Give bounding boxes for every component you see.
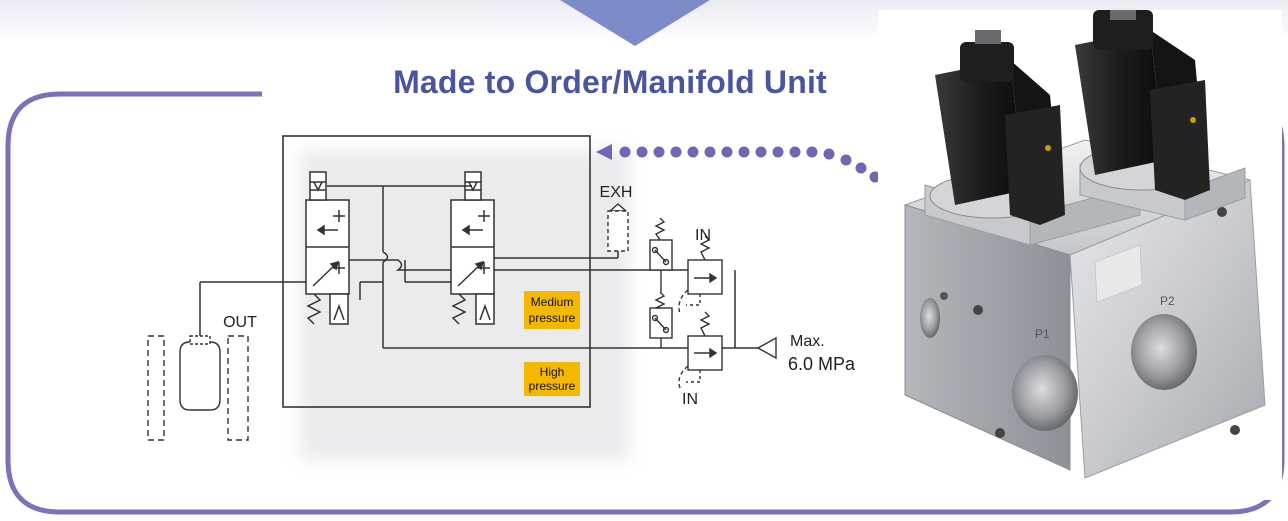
solenoid-valve-2	[450, 171, 495, 325]
solenoid-valve-1	[305, 171, 350, 325]
piping-lines	[199, 185, 758, 349]
in-bottom-label: IN	[682, 391, 698, 408]
check-valves	[649, 217, 673, 348]
page-title: Made to Order/Manifold Unit	[393, 64, 827, 100]
supply-port-symbol	[756, 336, 777, 360]
max-label: Max.	[790, 333, 825, 350]
pressure-regulators	[678, 235, 723, 389]
max-pressure-label: 6.0 MPa	[788, 354, 856, 374]
high-badge-line1: High	[540, 365, 565, 379]
medium-badge-line2: pressure	[529, 311, 576, 325]
port-p2-label: P2	[1160, 294, 1175, 308]
exh-label: EXH	[600, 184, 633, 201]
in-top-label: IN	[695, 227, 711, 244]
port-p1-label: P1	[1035, 327, 1050, 341]
medium-pressure-badge	[524, 291, 580, 329]
out-label: OUT	[223, 314, 257, 331]
dotted-connector	[596, 144, 894, 193]
high-badge-line2: pressure	[529, 379, 576, 393]
medium-badge-line1: Medium	[531, 295, 574, 309]
output-cylinder	[147, 335, 249, 441]
down-arrow-icon	[560, 0, 710, 46]
high-pressure-badge	[524, 362, 580, 396]
schematic-boundary	[282, 135, 591, 408]
manifold-valve-photo: P1 P2	[878, 10, 1282, 500]
exhaust-silencer	[607, 203, 629, 252]
